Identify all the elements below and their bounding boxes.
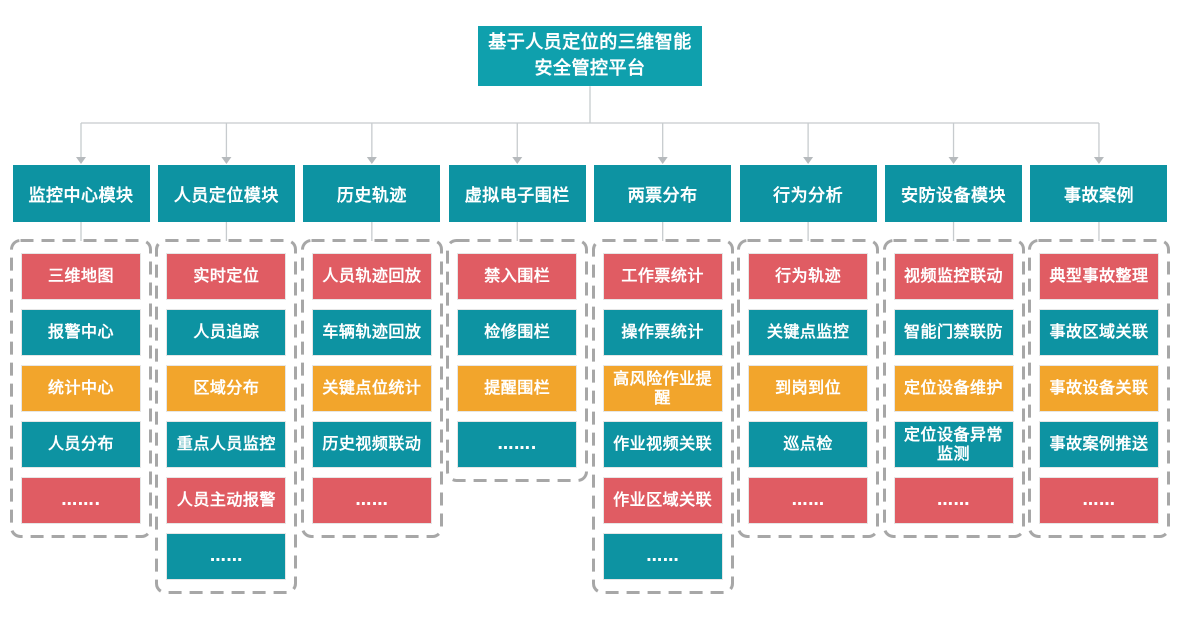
module-column: 行为分析 行为轨迹关键点监控到岗到位巡点检 …… [737, 165, 880, 594]
root-node-label: 基于人员定位的三维智能安全管控平台 [488, 32, 692, 80]
module-header-6: 行为分析 [739, 165, 877, 222]
module-item: 视频监控联动 [893, 253, 1014, 300]
module-items-panel: 人员轨迹回放车辆轨迹回放关键点位统计历史视频联动 …… [300, 239, 443, 538]
module-item: 人员轨迹回放 [311, 253, 432, 300]
dashed-border [10, 239, 152, 538]
module-column: 安防设备模块 视频监控联动智能门禁联防定位设备维护定位设备异常监测 …… [882, 165, 1025, 594]
module-item: 人员追踪 [166, 309, 287, 356]
module-header-2: 人员定位模块 [157, 165, 295, 222]
module-item: 车辆轨迹回放 [311, 309, 432, 356]
module-item: ……. [21, 477, 141, 524]
module-column: 虚拟电子围栏 禁入围栏检修围栏提醒围栏 ……. [446, 165, 589, 594]
module-item: 区域分布 [166, 365, 287, 412]
module-item: 提醒围栏 [457, 365, 578, 412]
module-item: 事故区域关联 [1038, 309, 1159, 356]
module-item: 作业视频关联 [602, 421, 723, 468]
dashed-border [300, 239, 443, 538]
module-item: ……. [457, 421, 578, 468]
module-item: …… [893, 477, 1014, 524]
module-item: 操作票统计 [602, 309, 723, 356]
module-item: 禁入围栏 [457, 253, 578, 300]
module-header-4: 虚拟电子围栏 [448, 165, 586, 222]
module-item: 关键点监控 [748, 309, 869, 356]
module-item: 定位设备异常监测 [893, 421, 1014, 468]
module-item: …… [166, 533, 287, 580]
module-items-panel: 行为轨迹关键点监控到岗到位巡点检 …… [737, 239, 880, 538]
module-item: 实时定位 [166, 253, 287, 300]
module-item: 到岗到位 [748, 365, 869, 412]
module-item: 人员主动报警 [166, 477, 287, 524]
module-item: 定位设备维护 [893, 365, 1014, 412]
module-item: 三维地图 [21, 253, 141, 300]
module-items-panel: 三维地图报警中心统计中心人员分布 ……. [10, 239, 152, 538]
module-items-panel: 工作票统计操作票统计高风险作业提醒作业视频关联作业区域关联 …… [591, 239, 734, 594]
module-item: 高风险作业提醒 [602, 365, 723, 412]
dashed-border [737, 239, 880, 538]
dashed-border [591, 239, 734, 594]
module-column: 两票分布 工作票统计操作票统计高风险作业提醒作业视频关联作业区域关联 …… [591, 165, 734, 594]
module-item: 检修围栏 [457, 309, 578, 356]
module-column: 监控中心模块 三维地图报警中心统计中心人员分布 ……. [10, 165, 152, 594]
module-item: 作业区域关联 [602, 477, 723, 524]
module-item: 历史视频联动 [311, 421, 432, 468]
module-item: 报警中心 [21, 309, 141, 356]
dashed-border [446, 239, 589, 482]
module-item: …… [748, 477, 869, 524]
module-header-1: 监控中心模块 [12, 165, 150, 222]
module-item: 巡点检 [748, 421, 869, 468]
module-item: 工作票统计 [602, 253, 723, 300]
module-item: 重点人员监控 [166, 421, 287, 468]
module-item: 事故设备关联 [1038, 365, 1159, 412]
module-column: 人员定位模块 实时定位人员追踪区域分布重点人员监控人员主动报警 …… [155, 165, 298, 594]
module-item: 事故案例推送 [1038, 421, 1159, 468]
module-items-panel: 视频监控联动智能门禁联防定位设备维护定位设备异常监测 …… [882, 239, 1025, 538]
module-header-8: 事故案例 [1030, 165, 1168, 222]
module-items-panel: 典型事故整理事故区域关联事故设备关联事故案例推送 …… [1027, 239, 1170, 538]
module-item: 关键点位统计 [311, 365, 432, 412]
module-header-3: 历史轨迹 [303, 165, 441, 222]
dashed-border [882, 239, 1025, 538]
module-item: 典型事故整理 [1038, 253, 1159, 300]
module-item: …… [1038, 477, 1159, 524]
module-item: …… [602, 533, 723, 580]
module-item: …… [311, 477, 432, 524]
module-columns: 监控中心模块 三维地图报警中心统计中心人员分布……. 人员定位模块 实时定位人员… [10, 165, 1170, 594]
module-column: 事故案例 典型事故整理事故区域关联事故设备关联事故案例推送 …… [1027, 165, 1170, 594]
dashed-border [1027, 239, 1170, 538]
module-header-5: 两票分布 [594, 165, 732, 222]
module-items-panel: 禁入围栏检修围栏提醒围栏 ……. [446, 239, 589, 482]
module-item: 行为轨迹 [748, 253, 869, 300]
module-header-7: 安防设备模块 [885, 165, 1023, 222]
module-items-panel: 实时定位人员追踪区域分布重点人员监控人员主动报警 …… [155, 239, 298, 594]
module-column: 历史轨迹 人员轨迹回放车辆轨迹回放关键点位统计历史视频联动 …… [300, 165, 443, 594]
dashed-border [155, 239, 298, 594]
root-node: 基于人员定位的三维智能安全管控平台 [478, 26, 702, 87]
module-item: 人员分布 [21, 421, 141, 468]
module-item: 智能门禁联防 [893, 309, 1014, 356]
module-item: 统计中心 [21, 365, 141, 412]
